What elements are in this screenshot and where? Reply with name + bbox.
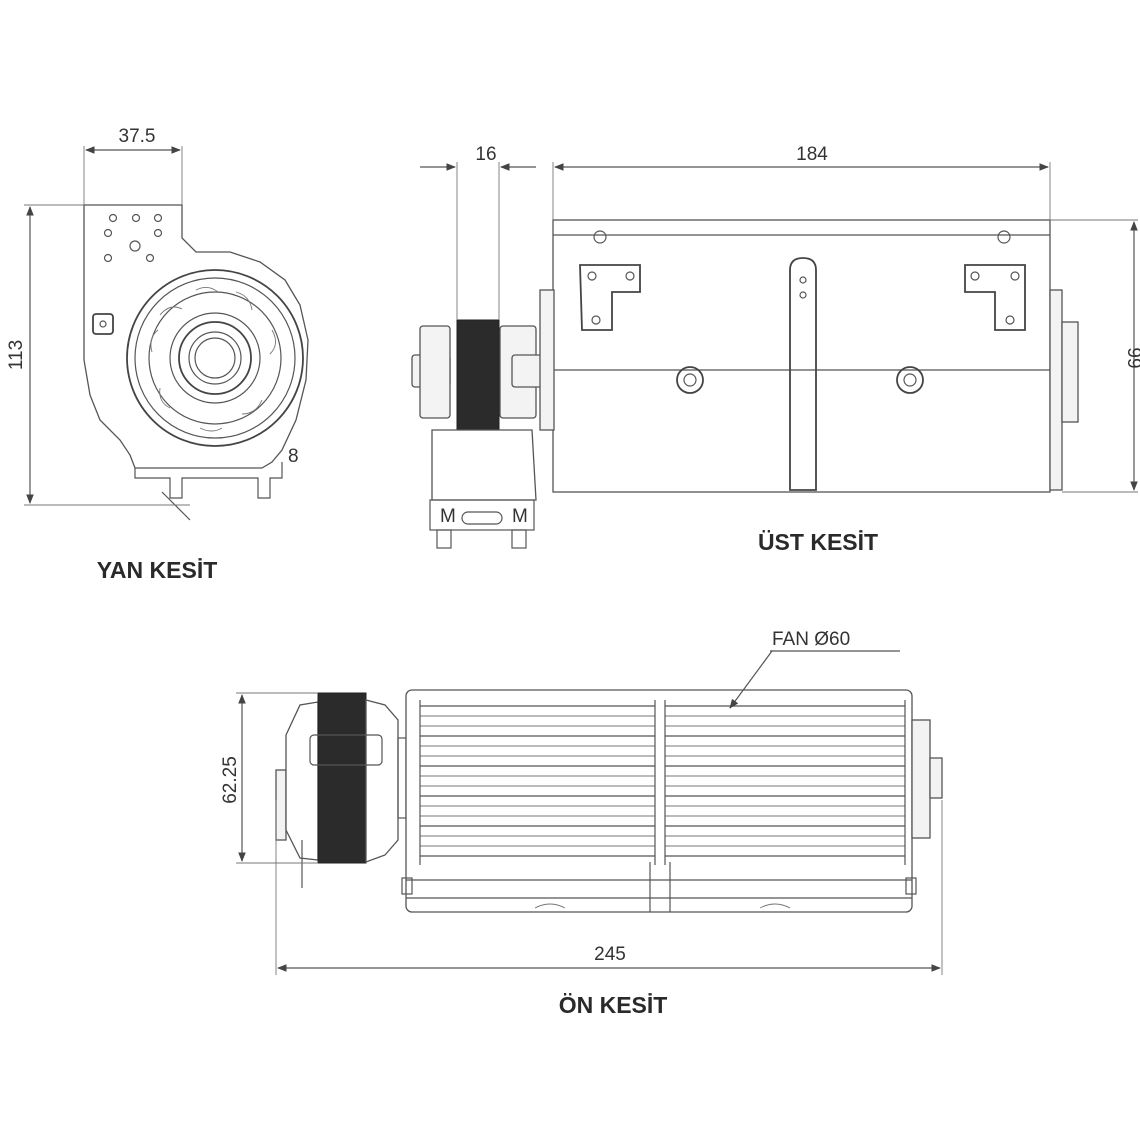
front-fan-slats [419,700,906,865]
top-dim-length-label: 184 [796,144,828,165]
front-fan-callout: FAN Ø60 [729,629,900,709]
front-dim-total: 245 [275,800,943,975]
svg-text:8: 8 [288,446,299,467]
svg-text:M: M [440,506,456,527]
front-motor [275,692,407,888]
side-base [134,462,283,499]
top-dim-height: 99 [1050,219,1140,493]
side-dim-width: 37.5 [83,126,183,205]
side-terminal-block [92,313,114,335]
top-housing [552,219,1051,493]
top-view: M M [411,144,1140,555]
top-bracket-left [579,264,641,331]
front-dim-height: 62.25 [220,692,318,864]
front-dim-height-label: 62.25 [220,756,241,804]
front-view-title: ÖN KESİT [559,992,668,1018]
top-dim-motor-label: 16 [475,144,496,165]
top-view-title: ÜST KESİT [758,529,878,555]
front-fan-label: FAN Ø60 [772,629,850,650]
top-dim-length: 184 [552,144,1051,220]
svg-text:M: M [512,506,528,527]
side-housing [83,204,309,469]
front-motor-coil [317,692,367,864]
side-dim-width-label: 37.5 [119,126,156,147]
side-view: 8 37.5 113 YAN KESİT [6,126,309,583]
side-view-title: YAN KESİT [97,557,218,583]
front-view: FAN Ø60 62.25 245 ÖN KESİT [220,629,943,1018]
top-motor: M M [411,319,547,549]
front-housing [405,689,913,913]
side-dim-height-label: 113 [6,340,27,370]
side-fan-wheel [126,269,304,447]
top-bracket-right [964,264,1026,331]
top-center-rib [789,257,817,491]
front-dim-total-label: 245 [594,944,626,965]
side-dim-height: 113 [6,204,190,506]
top-dim-height-label: 99 [1123,347,1140,368]
top-dim-motor: 16 [420,144,536,320]
side-holes [103,213,163,263]
